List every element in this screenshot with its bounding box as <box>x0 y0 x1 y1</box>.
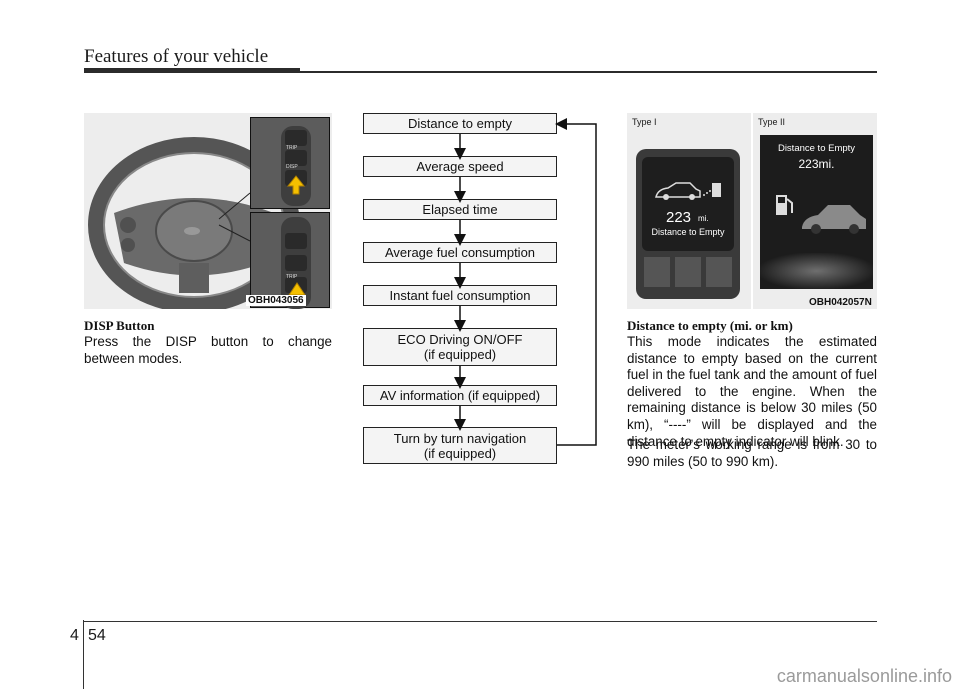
type2-title: Distance to Empty <box>777 143 856 154</box>
figure-code-left: OBH043056 <box>246 295 306 306</box>
flow-step-turn-by-turn: Turn by turn navigation(if equipped) <box>363 427 557 464</box>
button-zoom-inset-top: TRIP DISP <box>250 117 330 209</box>
distance-to-empty-heading: Distance to empty (mi. or km) <box>627 318 793 333</box>
button-label-trip: TRIP <box>286 145 298 151</box>
watermark-text: carmanualsonline.info <box>776 666 952 686</box>
steering-wheel-illustration <box>88 137 300 313</box>
button-zoom-inset-bottom: TRIP DISP <box>250 212 330 309</box>
flow-step-instant-fuel-consumption: Instant fuel consumption <box>363 285 557 306</box>
type2-value: 223mi. <box>798 157 835 171</box>
disp-button-heading: DISP Button <box>84 318 155 333</box>
type1-distance-value: 223 <box>666 209 692 226</box>
flow-step-distance-to-empty: Distance to empty <box>363 113 557 134</box>
footer-rule-vertical <box>83 620 84 689</box>
figure-code-right: OBH042057N <box>809 297 872 308</box>
button-label-trip-2: TRIP <box>286 274 298 280</box>
type1-distance-caption: Distance to Empty <box>651 227 725 237</box>
flow-step-average-fuel-consumption: Average fuel consumption <box>363 242 557 263</box>
disp-button-body: Press the DISP button to change between … <box>84 334 332 366</box>
cluster-figure: Type I Type II 223 mi. Distance to Empty… <box>627 113 877 309</box>
type2-label: Type II <box>758 117 786 127</box>
header-rule-thick <box>84 68 300 73</box>
type1-label: Type I <box>632 117 657 127</box>
type2-cluster-display: Distance to Empty 223mi. <box>760 135 873 289</box>
car-fuel-icon <box>655 182 721 200</box>
steering-wheel-figure: TRIP DISP TRIP DISP OBH043056 <box>84 113 332 313</box>
car-silhouette-icon <box>802 205 866 234</box>
flow-step-av-information: AV information (if equipped) <box>363 385 557 406</box>
page-number: 54 <box>88 627 106 644</box>
figure-divider <box>751 113 753 309</box>
page-header-title: Features of your vehicle <box>84 46 269 67</box>
header-rule-thin <box>300 71 877 73</box>
button-label-disp: DISP <box>286 164 298 170</box>
chapter-number: 4 <box>70 627 79 644</box>
distance-to-empty-paragraph-2: The meter’s working range is from 30 to … <box>627 437 877 469</box>
fuel-pump-icon <box>776 195 793 215</box>
flow-step-elapsed-time: Elapsed time <box>363 199 557 220</box>
type1-distance-unit: mi. <box>698 214 709 223</box>
flow-step-eco-driving: ECO Driving ON/OFF(if equipped) <box>363 328 557 366</box>
distance-to-empty-paragraph-1: This mode indicates the estimated distan… <box>627 334 877 449</box>
footer-rule-horizontal <box>83 621 877 622</box>
type1-cluster-display: 223 mi. Distance to Empty <box>636 149 740 299</box>
